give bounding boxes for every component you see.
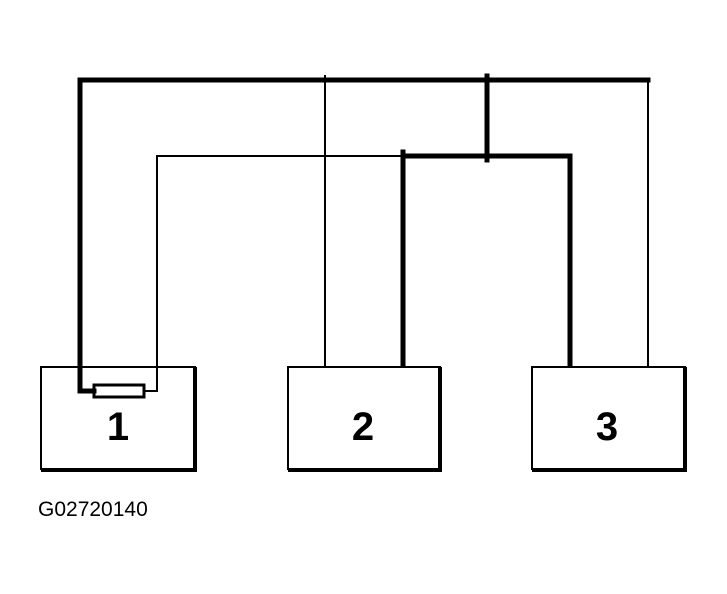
wire-inner-bus-thin <box>156 155 404 369</box>
module-3: 3 <box>531 366 687 472</box>
module-label: 2 <box>352 405 374 449</box>
fuse-icon <box>92 383 146 399</box>
figure-id: G02720140 <box>38 498 148 521</box>
module-1: 1 <box>40 365 197 472</box>
wire-outer-bus <box>77 77 651 371</box>
module-label: 1 <box>107 405 129 449</box>
wire-inner-bus-thick <box>400 153 573 371</box>
module-label: 3 <box>596 405 618 449</box>
module-2: 2 <box>287 366 442 472</box>
